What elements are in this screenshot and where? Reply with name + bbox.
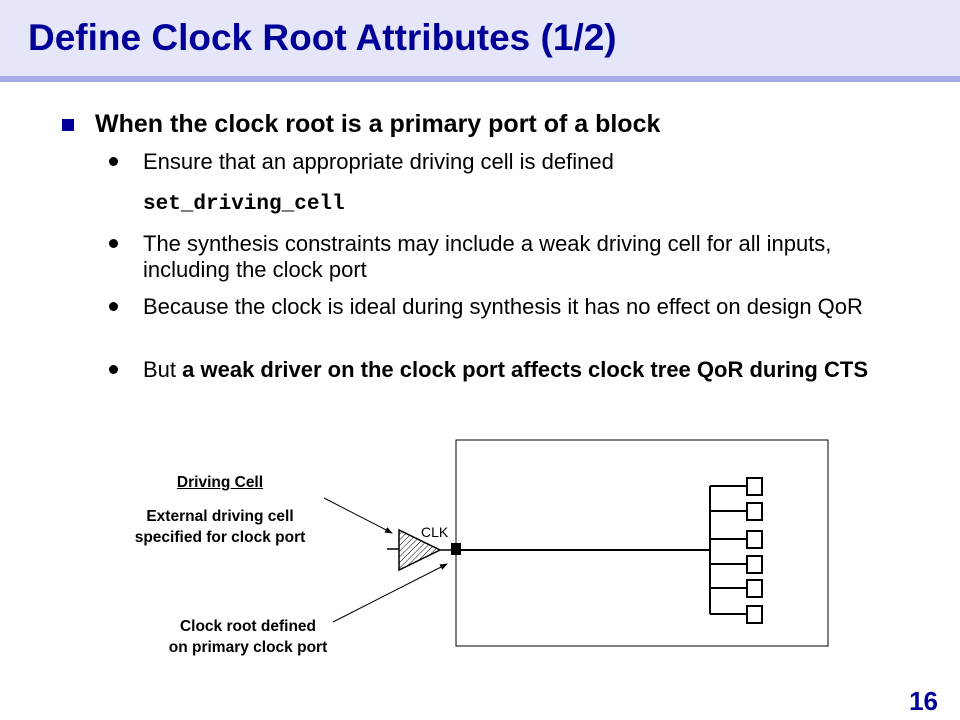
sub-bullet-prefix: But: [143, 357, 183, 382]
clock-port-icon: [451, 543, 461, 555]
arrow-to-clock-port: [332, 563, 448, 623]
bullet-dot-icon: [109, 239, 118, 248]
driving-cell-heading: Driving Cell: [176, 474, 264, 491]
sub-bullet: Ensure that an appropriate driving cell …: [143, 149, 614, 174]
clock-root-desc: Clock root defined on primary clock port: [128, 616, 368, 658]
block-boundary: [455, 439, 829, 647]
sub-bullet: The synthesis constraints may include a …: [143, 231, 832, 282]
clk-port-label: CLK: [421, 524, 449, 540]
bullet-dot-icon: [109, 157, 118, 166]
desc-line: Clock root defined: [179, 618, 317, 635]
driving-cell-desc: External driving cell specified for clock…: [100, 506, 340, 548]
main-bullet: When the clock root is a primary port of…: [95, 110, 661, 138]
slide-title: Define Clock Root Attributes (1/2): [28, 17, 617, 58]
sub-bullet: But a weak driver on the clock port affe…: [143, 357, 883, 383]
square-bullet-icon: [62, 119, 74, 131]
arrow-to-driving-cell: [323, 497, 393, 534]
sub-bullet-emphasis: a weak driver on the clock port affects …: [182, 357, 868, 382]
code-command: set_driving_cell: [143, 193, 345, 216]
bullet-dot-icon: [109, 302, 118, 311]
flip-flop-sinks: [710, 477, 763, 624]
desc-line: External driving cell: [146, 508, 294, 525]
desc-line: on primary clock port: [168, 639, 328, 656]
sub-bullet: Because the clock is ideal during synthe…: [143, 294, 863, 319]
bullet-dot-icon: [109, 365, 118, 374]
page-number: 16: [909, 686, 938, 716]
slide-header: [0, 0, 960, 82]
desc-line: specified for clock port: [134, 529, 306, 546]
driving-cell-buffer-icon: [398, 528, 442, 572]
